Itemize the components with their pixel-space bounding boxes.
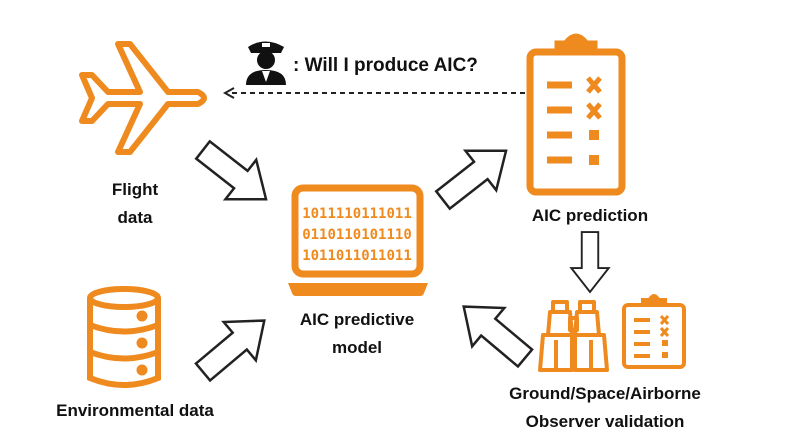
pilot-icon <box>246 41 286 85</box>
airplane-icon <box>79 41 207 155</box>
model-label: AIC predictive model <box>277 306 437 362</box>
database-icon <box>87 286 161 388</box>
binary-line: 1011110111011 <box>302 206 412 222</box>
label-line: data <box>117 208 153 227</box>
label-line: Flight <box>111 180 159 199</box>
clipboard-icon <box>526 33 626 196</box>
binary-line: 0110110101110 <box>302 227 412 243</box>
arrow-env-to-model <box>185 300 282 393</box>
validation-label: Ground/Space/Airborne Observer validatio… <box>490 380 720 436</box>
flight-data-label: Flight data <box>95 176 175 232</box>
binary-line: 1011011011011 <box>302 248 412 264</box>
validation-clipboard-icon <box>622 294 686 369</box>
label-line: model <box>331 338 383 357</box>
arrow-prediction-to-validation <box>570 231 610 293</box>
arrow-flight-to-model <box>186 129 283 221</box>
label-line: Observer validation <box>525 412 685 431</box>
label-line: Ground/Space/Airborne <box>509 384 701 403</box>
binoculars-icon <box>538 300 609 372</box>
arrow-model-to-prediction <box>426 129 523 221</box>
label-line: AIC predictive <box>299 310 415 329</box>
laptop-icon: 1011110111011 0110110101110 101101101101… <box>288 184 428 296</box>
pilot-question: : Will I produce AIC? <box>293 55 478 76</box>
environmental-data-label: Environmental data <box>56 401 214 420</box>
prediction-label: AIC prediction <box>531 206 649 225</box>
dashed-arrow <box>222 87 525 99</box>
arrow-validation-to-model <box>446 286 543 379</box>
